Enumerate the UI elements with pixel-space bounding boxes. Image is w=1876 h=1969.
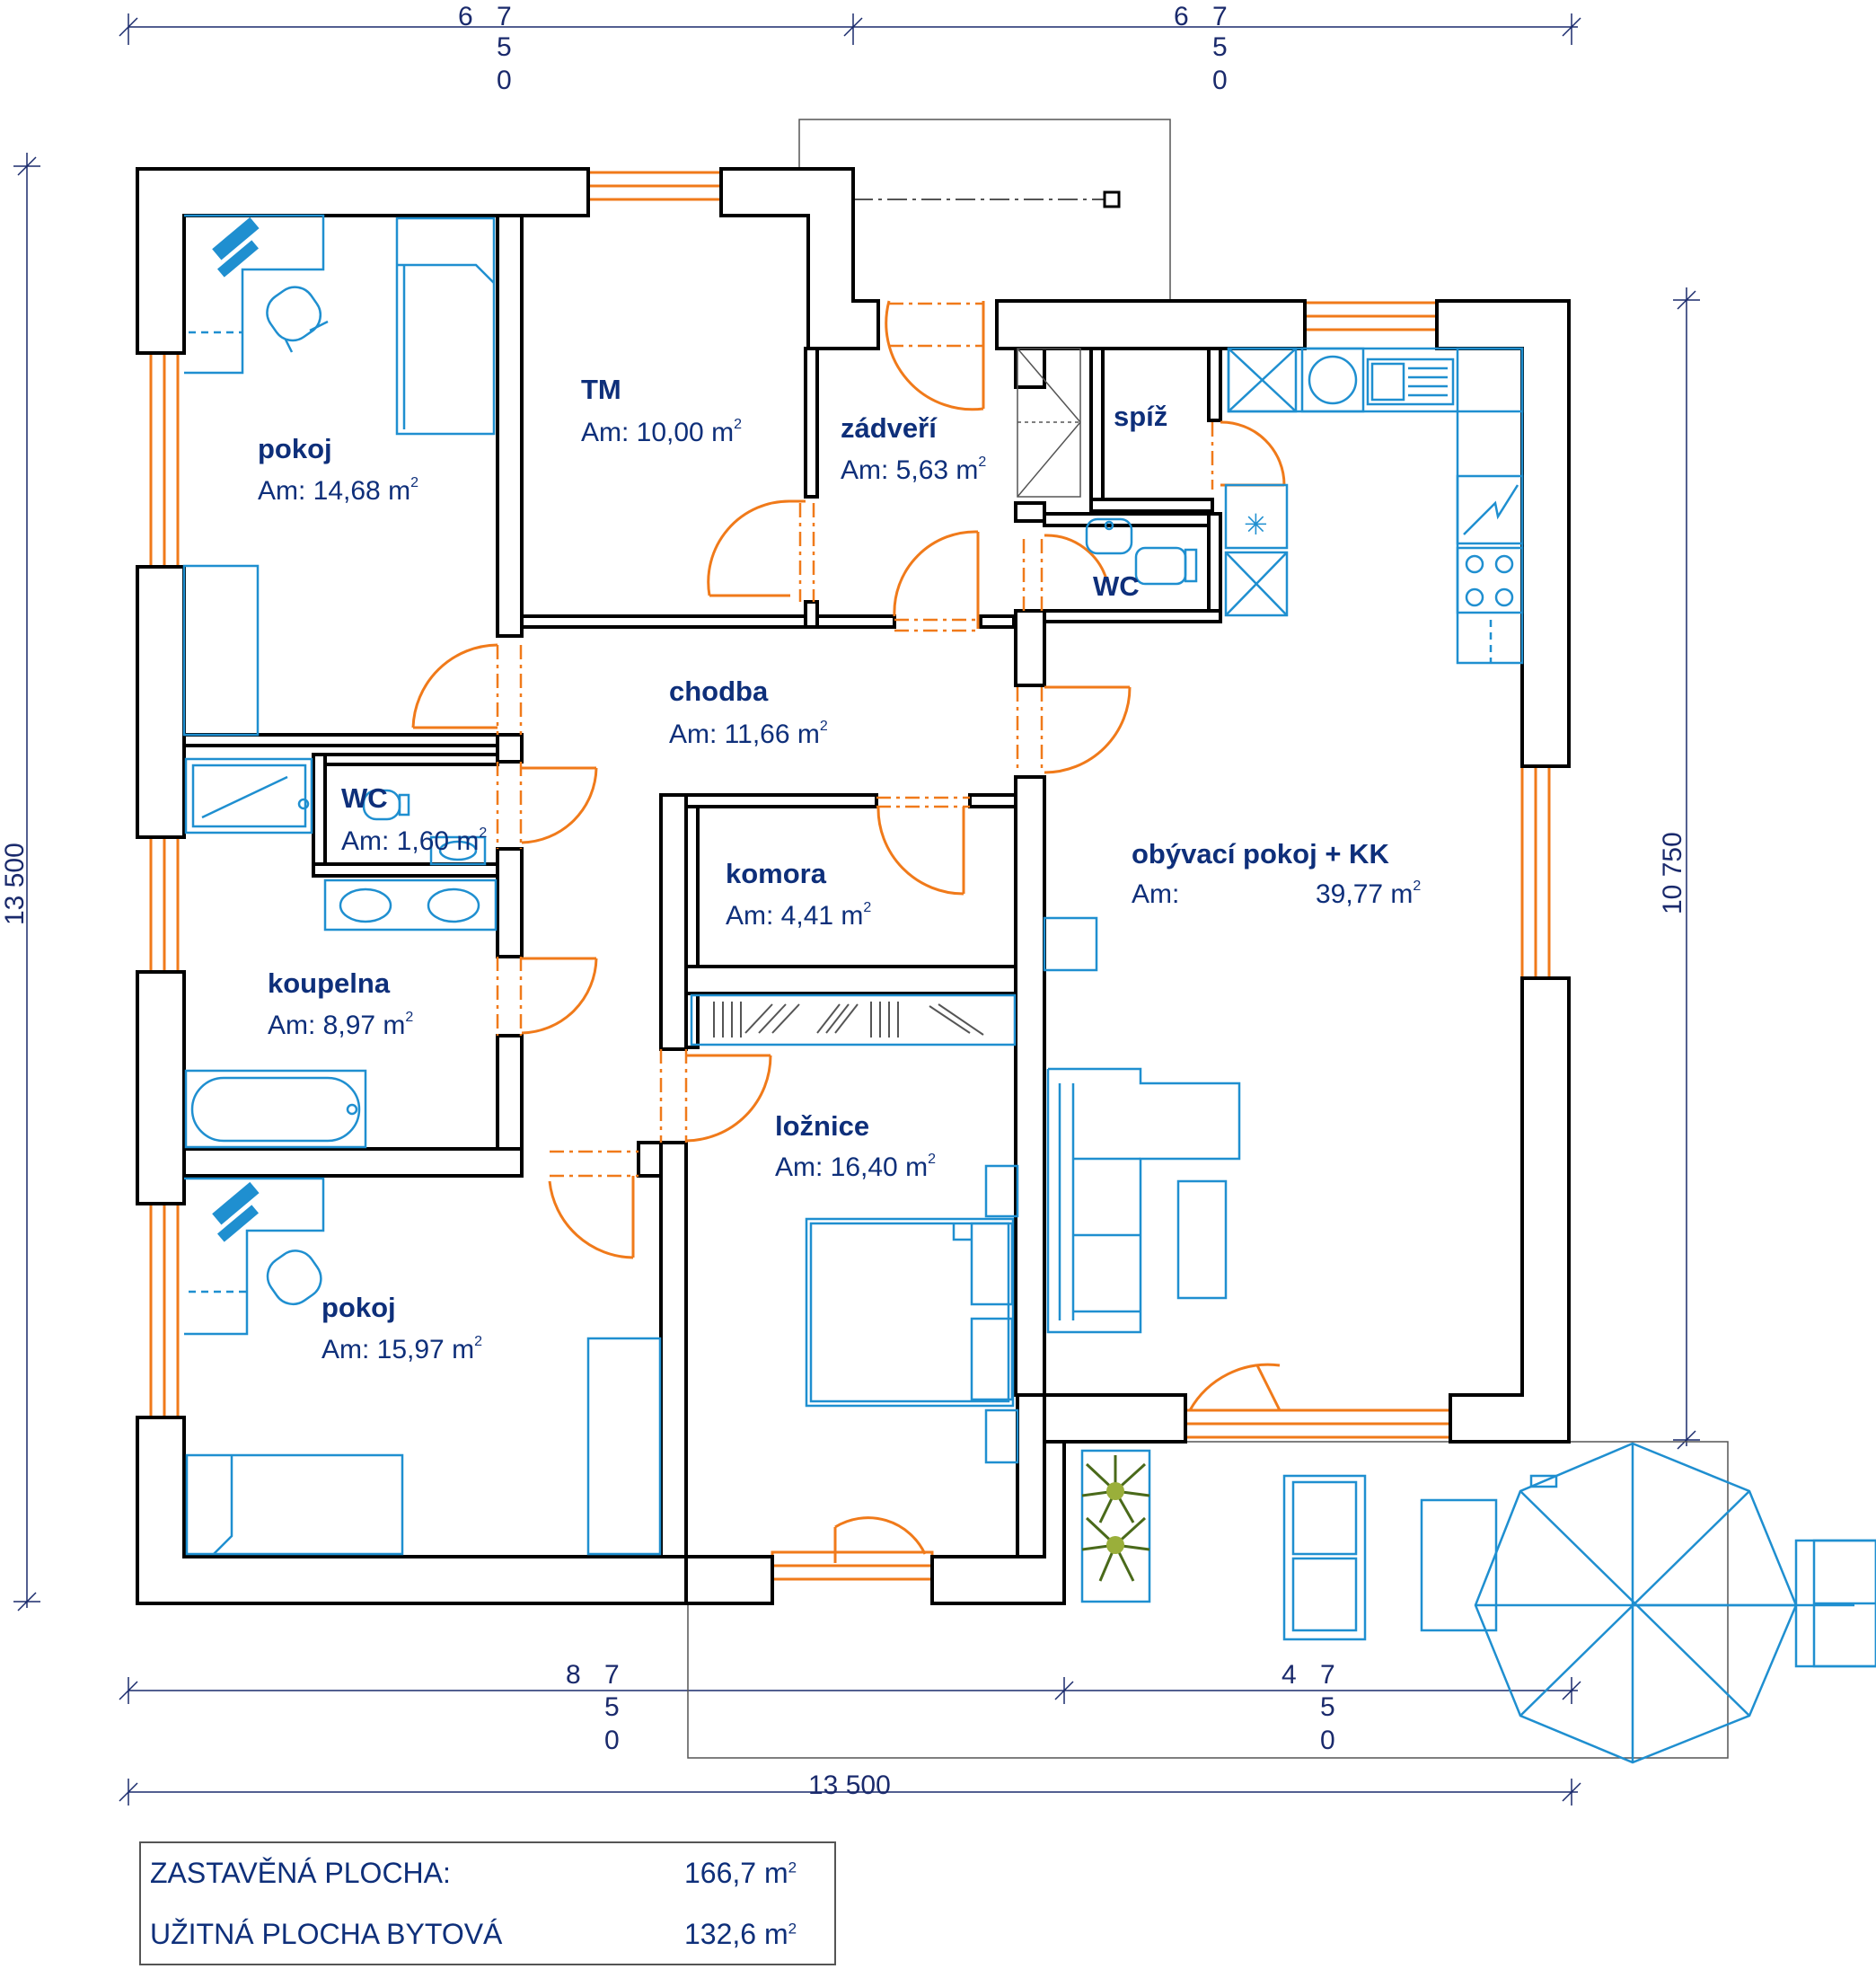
dim-bottom-left-2: 7 xyxy=(604,1660,620,1690)
toilet-bath xyxy=(362,789,410,821)
summary-living-label: UŽITNÁ PLOCHA BYTOVÁ xyxy=(150,1918,503,1950)
summary-built-value: 166,7 m2 xyxy=(684,1857,797,1889)
room-chodba-area: Am: 11,66 m2 xyxy=(669,719,828,749)
dimension-labels: 6 7 5 0 6 7 5 0 8 7 5 0 4 7 5 0 13 500 1… xyxy=(0,2,1687,1800)
room-obyvaci-area-value: 39,77 m2 xyxy=(1316,879,1421,909)
room-tm-area: Am: 10,00 m2 xyxy=(581,417,742,447)
room-koupelna-name: koupelna xyxy=(268,967,391,999)
dim-bottom-left-3: 5 xyxy=(604,1692,620,1722)
bathtub xyxy=(184,1069,367,1149)
room-obyvaci-area-label: Am: xyxy=(1132,879,1179,909)
wardrobe-bottom xyxy=(586,1337,662,1556)
room-pokoj-bottom-area: Am: 15,97 m2 xyxy=(321,1334,482,1364)
room-tm-name: TM xyxy=(581,374,621,405)
furniture: ✳ xyxy=(182,214,1876,1764)
wardrobe-top xyxy=(182,564,260,737)
area-summary-table: ZASTAVĚNÁ PLOCHA: 166,7 m2 UŽITNÁ PLOCHA… xyxy=(139,1841,836,1965)
sofa xyxy=(1046,1067,1241,1334)
svg-text:✳: ✳ xyxy=(1244,508,1268,542)
room-spiz-name: spíž xyxy=(1114,401,1167,432)
room-obyvaci-name: obývací pokoj + KK xyxy=(1132,838,1389,870)
desk-top xyxy=(184,214,325,375)
dim-top-right-1: 6 xyxy=(1174,2,1189,31)
dim-bottom-left-1: 8 xyxy=(566,1660,581,1690)
summary-living-value: 132,6 m2 xyxy=(684,1918,797,1950)
coffee-table xyxy=(1176,1179,1228,1300)
dim-top-left-1: 6 xyxy=(458,2,473,31)
plant xyxy=(1080,1449,1151,1603)
garden-table xyxy=(1420,1498,1498,1632)
dimension-lines xyxy=(13,13,1700,1806)
dim-top-left-4: 0 xyxy=(497,66,512,95)
parasol xyxy=(1474,1442,1854,1764)
shower xyxy=(184,757,313,834)
wardrobe-loznice xyxy=(690,993,1017,1046)
room-zadveri-area: Am: 5,63 m2 xyxy=(841,455,986,485)
dim-top-right-3: 5 xyxy=(1212,32,1228,62)
room-komora-area: Am: 4,41 m2 xyxy=(726,900,871,931)
dim-right-total: 10 750 xyxy=(1658,832,1687,914)
room-loznice-area: Am: 16,40 m2 xyxy=(775,1152,936,1182)
room-komora-name: komora xyxy=(726,858,827,889)
garden-bench xyxy=(1282,1474,1367,1641)
dim-top-right-2: 7 xyxy=(1212,2,1228,31)
dim-top-left-2: 7 xyxy=(497,2,512,31)
kitchen-counter: ✳ xyxy=(1224,347,1524,665)
chair-bottom xyxy=(266,1249,322,1306)
double-bed xyxy=(805,1164,1019,1464)
dim-left-total: 13 500 xyxy=(0,843,30,925)
room-pokoj-top-name: pokoj xyxy=(258,433,332,464)
bed-top xyxy=(395,216,496,436)
dim-bottom-right-3: 5 xyxy=(1320,1692,1335,1722)
room-labels: pokoj Am: 14,68 m2 TM Am: 10,00 m2 zádve… xyxy=(258,374,1421,1364)
double-sink xyxy=(323,835,498,932)
dim-bottom-right-4: 0 xyxy=(1320,1726,1335,1755)
tv-unit xyxy=(1043,916,1098,972)
sink-wc xyxy=(1085,517,1198,586)
room-wc-bath-area: Am: 1,60 m2 xyxy=(341,826,487,856)
lounger-top xyxy=(1529,1474,1558,1488)
sunbed xyxy=(1794,1539,1876,1668)
bed-bottom xyxy=(185,1453,404,1556)
desk-bottom xyxy=(184,1177,325,1336)
room-koupelna-area: Am: 8,97 m2 xyxy=(268,1010,413,1040)
room-wc-bath-name: WC xyxy=(341,782,388,814)
dim-top-right-4: 0 xyxy=(1212,66,1228,95)
chair-top xyxy=(266,286,329,353)
room-pokoj-top-area: Am: 14,68 m2 xyxy=(258,475,418,506)
dim-bottom-right-2: 7 xyxy=(1320,1660,1335,1690)
dim-bottom-left-4: 0 xyxy=(604,1726,620,1755)
dim-bottom-total: 13 500 xyxy=(808,1770,891,1800)
room-zadveri-name: zádveří xyxy=(841,412,938,444)
dim-top-left-3: 5 xyxy=(497,32,512,62)
summary-row-built: ZASTAVĚNÁ PLOCHA: 166,7 m2 xyxy=(150,1857,824,1893)
room-loznice-name: ložnice xyxy=(775,1110,869,1142)
room-wc-small-name: WC xyxy=(1093,570,1140,602)
doors xyxy=(411,300,1286,1563)
room-pokoj-bottom-name: pokoj xyxy=(321,1292,396,1323)
room-chodba-name: chodba xyxy=(669,675,769,707)
summary-row-living: UŽITNÁ PLOCHA BYTOVÁ 132,6 m2 xyxy=(150,1918,824,1954)
summary-built-label: ZASTAVĚNÁ PLOCHA: xyxy=(150,1857,451,1889)
dim-bottom-right-1: 4 xyxy=(1281,1660,1297,1690)
